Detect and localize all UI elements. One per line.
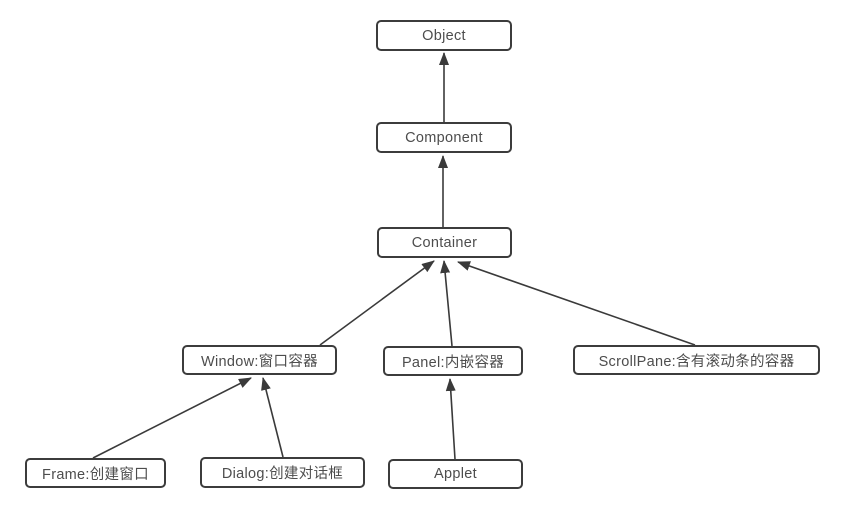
node-applet: Applet (388, 459, 523, 489)
node-scrollpane: ScrollPane:含有滚动条的容器 (573, 345, 820, 375)
edge-frame-window (92, 377, 252, 459)
node-component: Component (376, 122, 512, 153)
node-frame-label: Frame:创建窗口 (42, 466, 149, 483)
node-scrollpane-label: ScrollPane:含有滚动条的容器 (598, 353, 795, 370)
node-component-label: Component (405, 129, 483, 146)
node-window-label: Window:窗口容器 (201, 353, 318, 370)
node-container-label: Container (411, 234, 478, 251)
node-object-label: Object (422, 27, 466, 44)
node-applet-label: Applet (434, 466, 477, 482)
node-frame: Frame:创建窗口 (25, 458, 166, 488)
node-dialog: Dialog:创建对话框 (200, 457, 365, 488)
edge-scrollpane-container (457, 261, 696, 346)
edge-panel-container (440, 260, 453, 347)
edge-dialog-window (261, 377, 284, 458)
node-object: Object (376, 20, 512, 51)
edge-applet-panel (445, 378, 456, 460)
node-container: Container (377, 227, 512, 258)
edge-window-container (319, 260, 435, 346)
node-panel: Panel:内嵌容器 (383, 346, 523, 376)
node-panel-label: Panel:内嵌容器 (401, 354, 505, 371)
node-window: Window:窗口容器 (182, 345, 337, 375)
node-dialog-label: Dialog:创建对话框 (221, 466, 344, 482)
